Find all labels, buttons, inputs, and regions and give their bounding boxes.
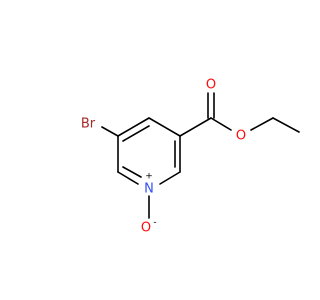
- bond-ring-carbonyl: [179, 117, 212, 137]
- bond-ch2-ch3: [272, 117, 300, 133]
- pyridine-ring: [117, 117, 181, 185]
- nitrogen-positive-charge: +: [145, 172, 153, 182]
- bond-c1-c2: [117, 117, 150, 137]
- ethyl-ester-group: [179, 92, 300, 137]
- n-oxide-oxygen-label: O: [141, 221, 151, 236]
- bond-carbonyl-ester-o: [210, 117, 232, 131]
- oxygen-negative-charge: -: [153, 218, 156, 228]
- carbonyl-oxygen-label: O: [206, 78, 216, 93]
- bond-c-br: [101, 126, 119, 137]
- structure-drawing: Br O O N + O -: [81, 78, 300, 236]
- molecule-diagram: Br O O N + O -: [80, 77, 300, 236]
- bromine-label: Br: [81, 117, 96, 132]
- bond-c4-n: [159, 171, 181, 185]
- bond-c1-c2-inner: [122, 125, 150, 142]
- bond-n-c6: [117, 171, 139, 185]
- ring-nitrogen-label: N: [144, 182, 154, 197]
- bond-c2-c3: [148, 117, 181, 137]
- bond-ester-o-ch2: [250, 117, 274, 131]
- ester-oxygen-label: O: [236, 129, 246, 144]
- bond-n-c6-inner: [122, 166, 142, 178]
